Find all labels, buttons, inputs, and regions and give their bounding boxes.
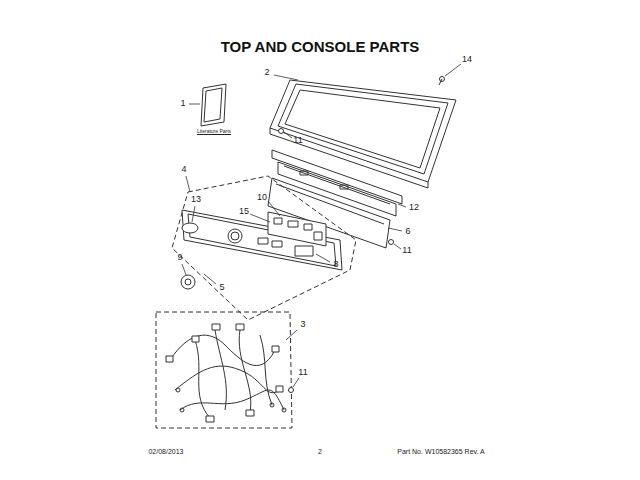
callout-number: 8	[333, 260, 338, 270]
literature-label: Literature Parts	[197, 129, 231, 135]
screw	[289, 388, 294, 393]
callout-number: 9	[177, 253, 182, 263]
control-board	[268, 212, 326, 246]
callout-number: 3	[300, 320, 305, 330]
callout-number: 6	[405, 227, 410, 237]
screw	[389, 240, 394, 245]
callout-number: 14	[462, 55, 472, 65]
callout-number: 15	[239, 207, 249, 217]
callout-number: 12	[409, 203, 419, 213]
button	[182, 223, 198, 233]
group-outline	[172, 176, 356, 320]
console-panel	[182, 210, 342, 270]
footer-date: 02/08/2013	[148, 448, 183, 456]
callout-number: 5	[219, 283, 224, 293]
screw	[279, 129, 284, 134]
callout-number: 1	[180, 99, 185, 109]
callout-number: 11	[293, 136, 302, 146]
callout-number: 13	[191, 195, 201, 205]
wire-harness	[166, 324, 286, 422]
callout-number: 11	[298, 368, 307, 378]
page-number: 2	[318, 448, 322, 456]
callout-number: 11	[402, 246, 411, 256]
screw	[439, 77, 445, 86]
callout-number: 10	[257, 193, 267, 203]
knob	[181, 275, 195, 289]
callout-number: 4	[181, 165, 186, 175]
literature-booklet	[201, 84, 226, 126]
group-outline	[156, 312, 292, 428]
leader-lines	[182, 64, 461, 387]
callout-number: 2	[264, 68, 269, 78]
part-number: Part No. W10582365 Rev. A	[397, 448, 484, 456]
page-title: TOP AND CONSOLE PARTS	[221, 39, 420, 56]
